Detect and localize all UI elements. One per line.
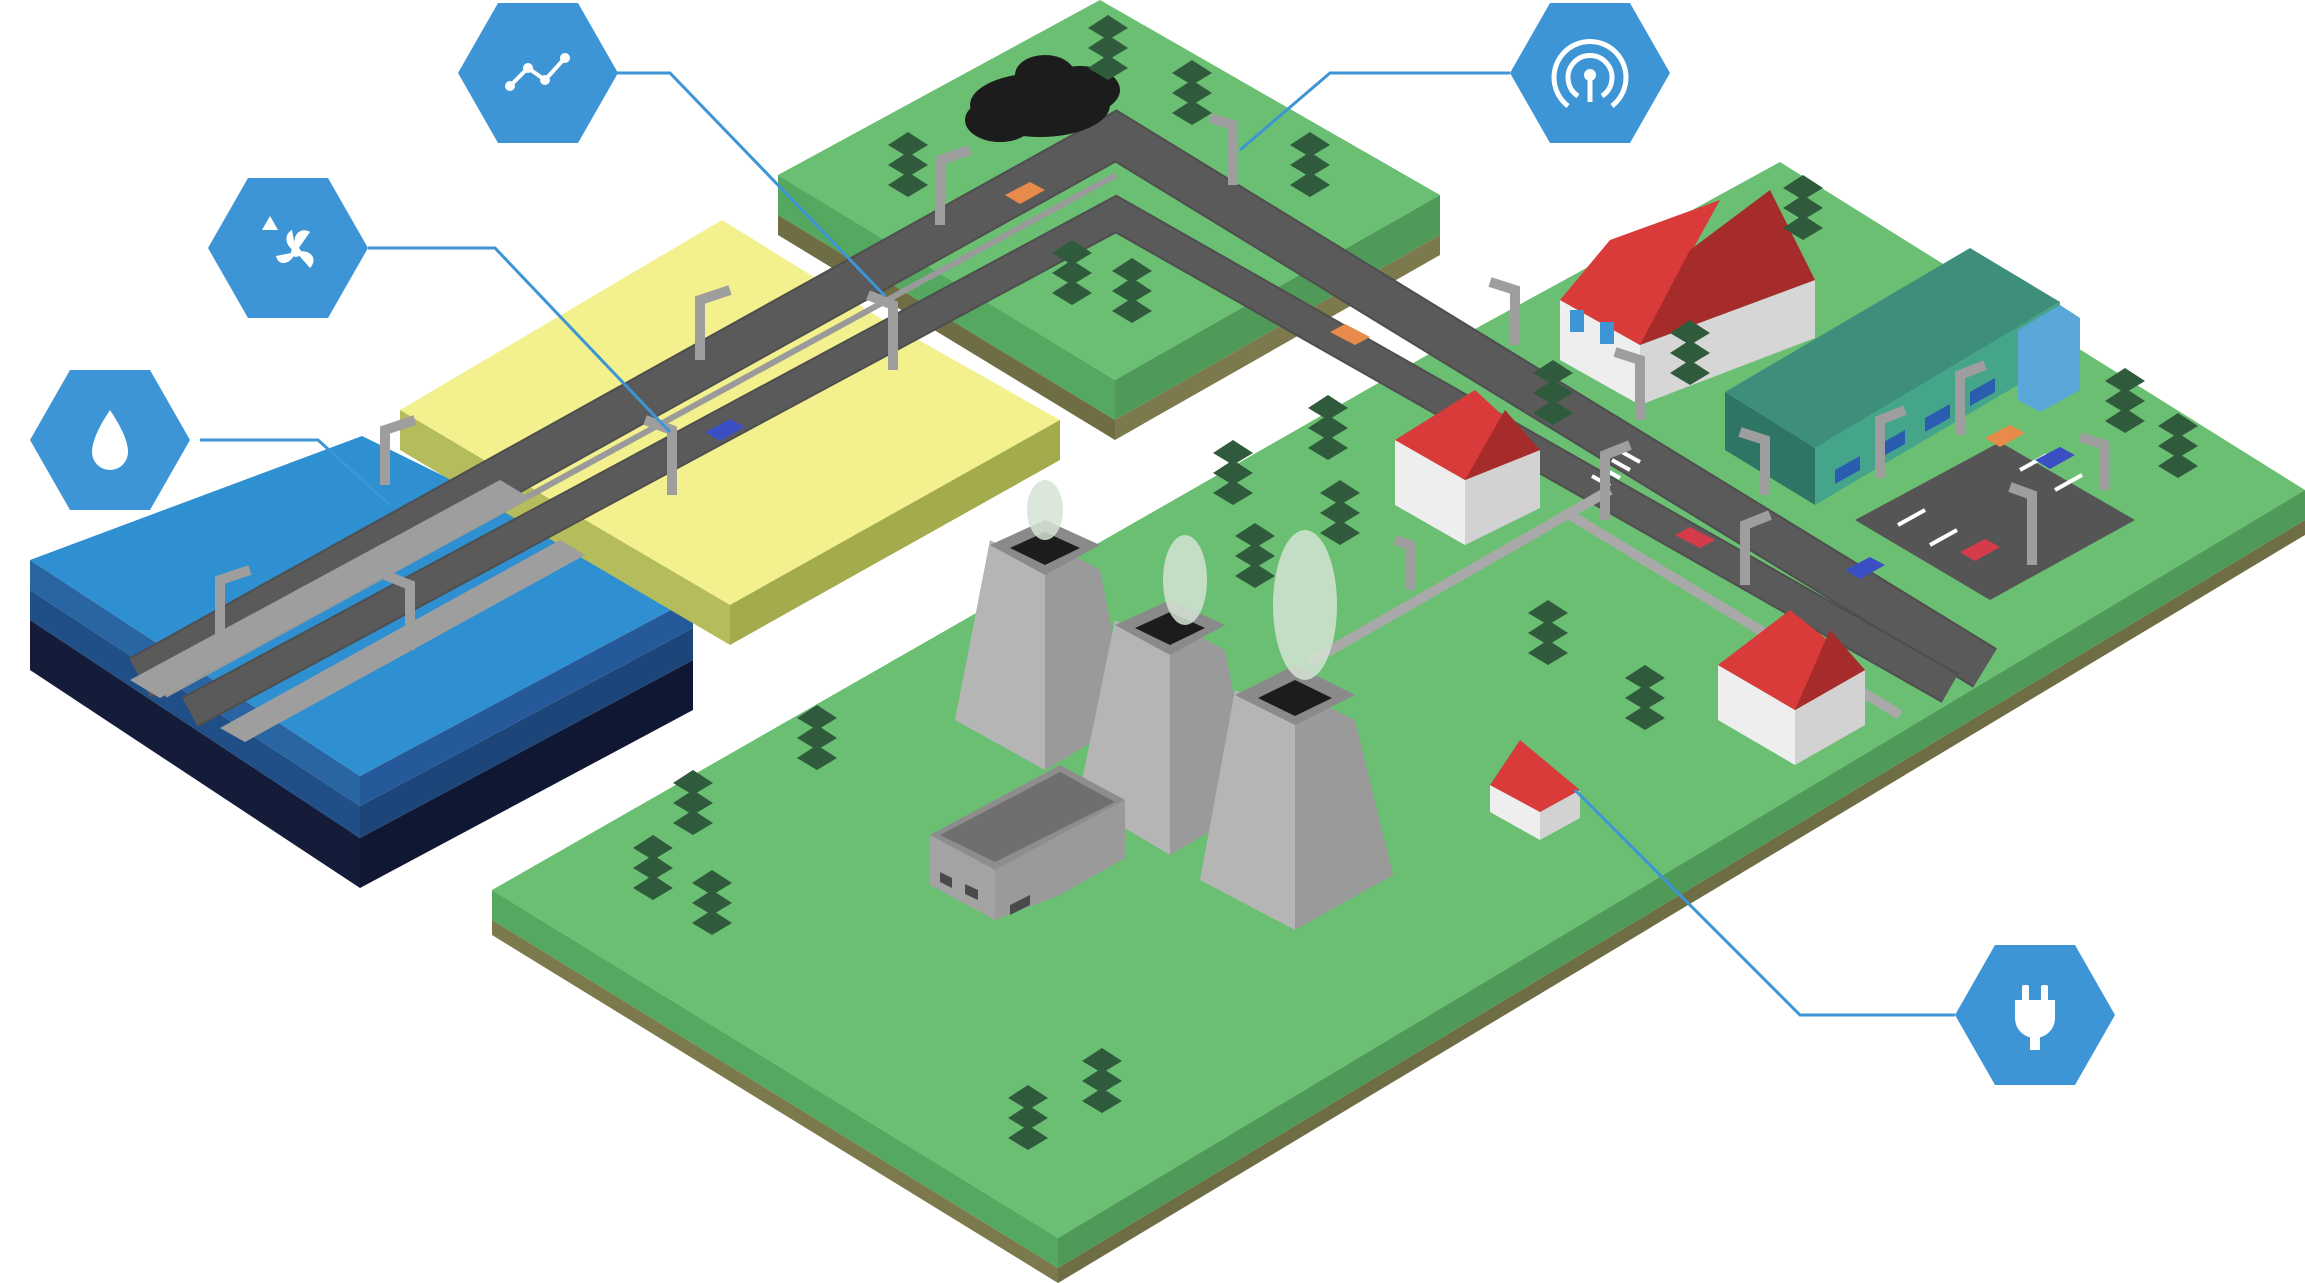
tree (1008, 1085, 1048, 1150)
parking-lot (1855, 442, 2135, 600)
tree (1670, 320, 1710, 385)
car-blue-2 (1845, 557, 1885, 579)
street-lamps (215, 113, 2110, 650)
house-large-red-roof (1560, 190, 1815, 405)
street-lamp (935, 145, 972, 225)
wireless-signal-icon (1551, 39, 1629, 108)
tree (797, 705, 837, 770)
tree (2105, 368, 2145, 433)
connector-network (1239, 71, 1510, 152)
connector-power (1573, 788, 1955, 1017)
connector-lines (200, 71, 1955, 1017)
street-lamp (2078, 432, 2110, 490)
street-lamp (1955, 360, 1987, 435)
connector-traffic (615, 71, 887, 298)
street-lamp (1740, 510, 1772, 585)
tree (1088, 15, 1128, 80)
power-plant-building (930, 765, 1125, 920)
tree (1320, 480, 1360, 545)
tree (633, 835, 673, 900)
street-lamp (695, 285, 732, 360)
street-lamp (1875, 405, 1907, 478)
tree (673, 770, 713, 835)
hex-badge-traffic[interactable] (458, 3, 618, 143)
street-lamp (1738, 427, 1770, 495)
water-drop-icon (92, 410, 128, 470)
street-lamp (383, 570, 415, 650)
tree (1533, 360, 1573, 425)
tree (1235, 523, 1275, 588)
tree (1625, 665, 1665, 730)
wind-warning-icon (262, 216, 314, 268)
yellow-field-right (560, 318, 1060, 645)
street-lamp (1208, 113, 1238, 185)
car-blue (705, 419, 745, 441)
car-blue-3 (2035, 447, 2075, 469)
car-orange-2 (1330, 324, 1370, 345)
street-lamp (866, 290, 898, 370)
tree (1112, 258, 1152, 323)
house-right (1718, 610, 1865, 765)
pollution-cloud (965, 55, 1120, 142)
tree (692, 870, 732, 935)
car-orange-3 (1985, 425, 2025, 447)
street-lamp (215, 565, 252, 640)
street-lamp (643, 415, 677, 495)
street-lamp (380, 415, 417, 485)
house-small (1490, 740, 1580, 840)
tree (2158, 413, 2198, 478)
connector-air (368, 246, 672, 434)
connector-water (200, 438, 392, 507)
house-center (1395, 390, 1540, 545)
tree (1213, 440, 1253, 505)
tree (1528, 600, 1568, 665)
power-plug-icon (2015, 985, 2055, 1050)
car-orange (1005, 182, 1045, 204)
tree (1082, 1048, 1122, 1113)
vehicles (705, 182, 2075, 579)
water-bridge (130, 480, 585, 742)
cooling-tower-3 (1200, 530, 1393, 930)
tree (1052, 240, 1092, 305)
street-lamp (1600, 440, 1632, 520)
car-red (1675, 527, 1715, 548)
hex-badge-network[interactable] (1510, 3, 1670, 143)
street-lamp (1393, 535, 1415, 590)
traffic-graph-icon (505, 53, 570, 91)
hex-badge-power[interactable] (1955, 945, 2115, 1085)
hex-badge-water[interactable] (30, 370, 190, 510)
car-red-2 (1960, 539, 2000, 561)
tree (888, 132, 928, 197)
street-lamp (1613, 347, 1645, 420)
tree (1172, 60, 1212, 125)
tree (1308, 395, 1348, 460)
tree (1783, 175, 1823, 240)
street-lamp (1488, 277, 1520, 345)
hex-badge-air[interactable] (208, 178, 368, 318)
street-lamp (2008, 482, 2037, 565)
trees (633, 15, 2198, 1150)
tree (1290, 132, 1330, 197)
